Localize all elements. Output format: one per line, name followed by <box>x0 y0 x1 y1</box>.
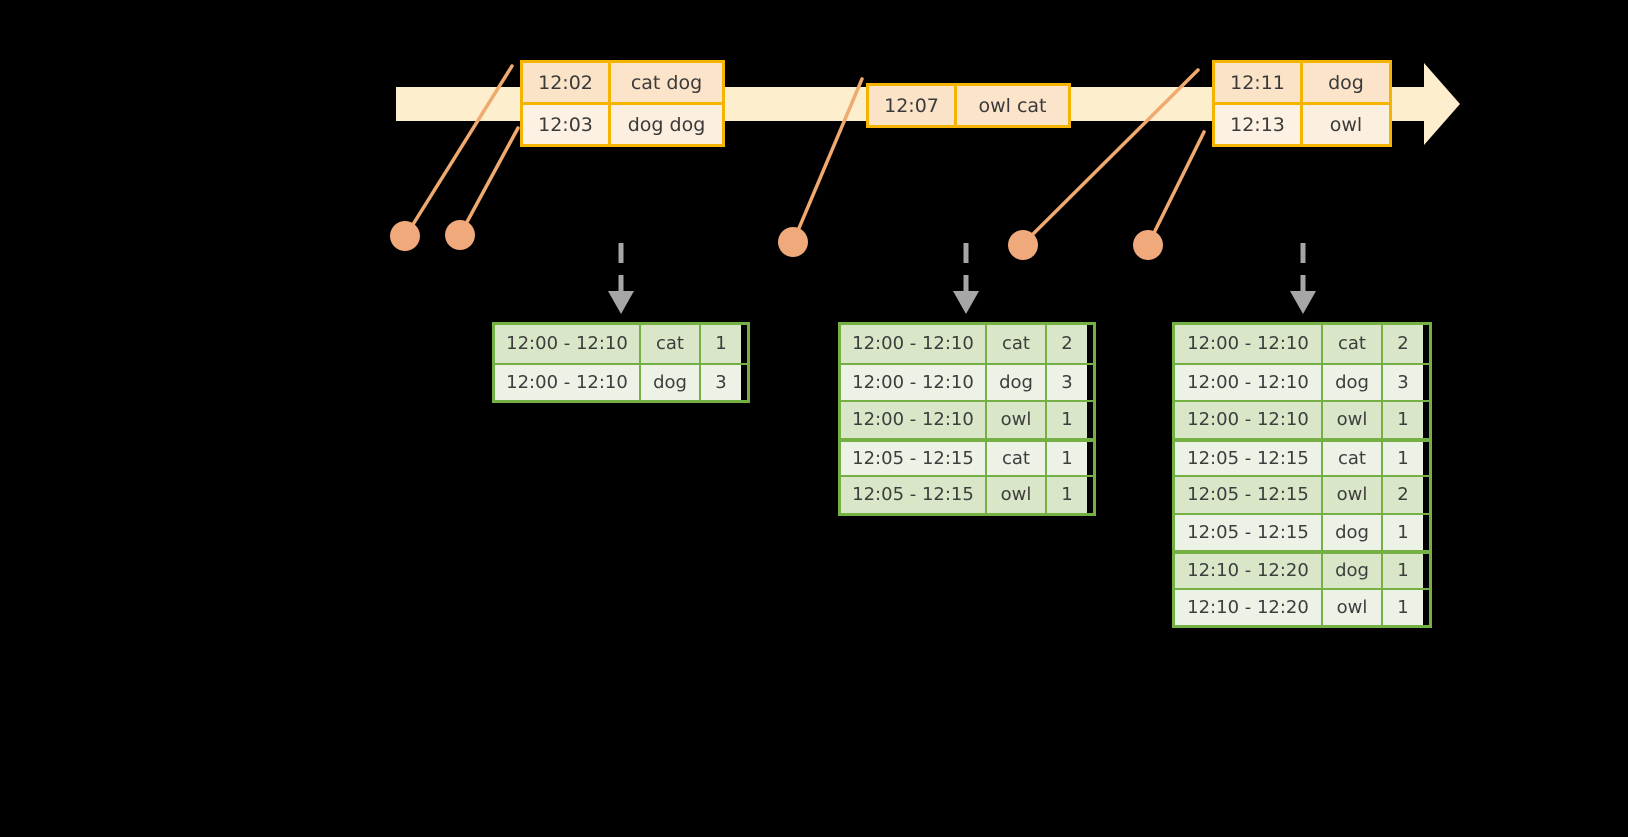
event-dot-5 <box>1133 230 1163 260</box>
cell-window: 12:00 - 12:10 <box>495 325 641 363</box>
cell-word: owl <box>987 477 1047 513</box>
cell-count: 1 <box>1383 554 1423 588</box>
event-words: owl cat <box>957 86 1068 125</box>
cell-count: 2 <box>1047 325 1087 363</box>
cell-window: 12:05 - 12:15 <box>1175 477 1323 513</box>
event-row[interactable]: 12:03 dog dog <box>523 102 722 144</box>
connector-line-3 <box>792 77 864 242</box>
cell-word: dog <box>987 364 1047 400</box>
cell-count: 1 <box>1047 477 1087 513</box>
event-words: dog <box>1303 63 1389 102</box>
event-row[interactable]: 12:11 dog <box>1215 63 1389 102</box>
cell-window: 12:00 - 12:10 <box>495 364 641 400</box>
cell-count: 3 <box>1383 364 1423 400</box>
event-dot-3 <box>778 227 808 257</box>
dashed-arrow-table-3 <box>1290 243 1316 314</box>
cell-count: 1 <box>1047 402 1087 438</box>
table-row[interactable]: 12:00 - 12:10 dog 3 <box>841 362 1093 400</box>
event-time: 12:11 <box>1215 63 1303 102</box>
cell-count: 1 <box>701 325 741 363</box>
table-row[interactable]: 12:00 - 12:10 dog 3 <box>1175 362 1429 400</box>
connector-line-1 <box>405 64 514 236</box>
event-row[interactable]: 12:02 cat dog <box>523 63 722 102</box>
cell-count: 2 <box>1383 477 1423 513</box>
cell-word: owl <box>1323 402 1383 438</box>
cell-word: dog <box>1323 554 1383 588</box>
table-row[interactable]: 12:05 - 12:15 owl 1 <box>841 475 1093 513</box>
cell-count: 3 <box>701 364 741 400</box>
event-row[interactable]: 12:13 owl <box>1215 102 1389 144</box>
event-dot-1 <box>390 221 420 251</box>
cell-window: 12:05 - 12:15 <box>841 477 987 513</box>
event-group-3[interactable]: 12:11 dog 12:13 owl <box>1212 60 1392 147</box>
cell-word: owl <box>1323 477 1383 513</box>
event-row[interactable]: 12:07 owl cat <box>869 86 1068 125</box>
table-row[interactable]: 12:00 - 12:10 owl 1 <box>1175 400 1429 438</box>
table-row[interactable]: 12:10 - 12:20 dog 1 <box>1175 550 1429 588</box>
table-row[interactable]: 12:00 - 12:10 cat 2 <box>1175 325 1429 363</box>
table-row[interactable]: 12:05 - 12:15 cat 1 <box>841 437 1093 475</box>
cell-count: 2 <box>1383 325 1423 363</box>
connector-lines <box>405 64 1206 245</box>
dashed-arrow-table-1 <box>608 243 634 314</box>
cell-word: cat <box>1323 441 1383 475</box>
cell-word: owl <box>987 402 1047 438</box>
cell-word: dog <box>641 364 701 400</box>
window-counts-table-3[interactable]: 12:00 - 12:10 cat 2 12:00 - 12:10 dog 3 … <box>1172 322 1432 628</box>
cell-count: 1 <box>1383 589 1423 625</box>
table-row[interactable]: 12:05 - 12:15 dog 1 <box>1175 512 1429 550</box>
cell-window: 12:00 - 12:10 <box>1175 364 1323 400</box>
table-row[interactable]: 12:00 - 12:10 dog 3 <box>495 362 747 400</box>
window-counts-table-1[interactable]: 12:00 - 12:10 cat 1 12:00 - 12:10 dog 3 <box>492 322 750 403</box>
cell-window: 12:00 - 12:10 <box>1175 402 1323 438</box>
table-row[interactable]: 12:00 - 12:10 cat 1 <box>495 325 747 363</box>
connector-line-5 <box>1147 130 1206 245</box>
cell-word: cat <box>1323 325 1383 363</box>
table-row[interactable]: 12:10 - 12:20 owl 1 <box>1175 587 1429 625</box>
table-row[interactable]: 12:05 - 12:15 cat 1 <box>1175 437 1429 475</box>
cell-word: dog <box>1323 514 1383 550</box>
cell-window: 12:05 - 12:15 <box>1175 441 1323 475</box>
cell-word: owl <box>1323 589 1383 625</box>
dashed-arrows <box>608 243 1316 314</box>
cell-count: 1 <box>1383 441 1423 475</box>
table-row[interactable]: 12:05 - 12:15 owl 2 <box>1175 475 1429 513</box>
cell-word: dog <box>1323 364 1383 400</box>
event-group-2[interactable]: 12:07 owl cat <box>866 83 1071 128</box>
cell-window: 12:05 - 12:15 <box>1175 514 1323 550</box>
table-row[interactable]: 12:00 - 12:10 cat 2 <box>841 325 1093 363</box>
cell-window: 12:10 - 12:20 <box>1175 589 1323 625</box>
connector-dots <box>390 220 1163 260</box>
cell-window: 12:05 - 12:15 <box>841 441 987 475</box>
cell-word: cat <box>987 441 1047 475</box>
cell-window: 12:00 - 12:10 <box>841 325 987 363</box>
window-counts-table-2[interactable]: 12:00 - 12:10 cat 2 12:00 - 12:10 dog 3 … <box>838 322 1096 516</box>
event-time: 12:03 <box>523 105 611 144</box>
event-words: dog dog <box>611 105 722 144</box>
event-dot-4 <box>1008 230 1038 260</box>
event-words: cat dog <box>611 63 722 102</box>
event-dot-2 <box>445 220 475 250</box>
event-group-1[interactable]: 12:02 cat dog 12:03 dog dog <box>520 60 725 147</box>
event-time: 12:13 <box>1215 105 1303 144</box>
event-time: 12:07 <box>869 86 957 125</box>
cell-window: 12:00 - 12:10 <box>841 364 987 400</box>
cell-window: 12:00 - 12:10 <box>841 402 987 438</box>
cell-word: cat <box>987 325 1047 363</box>
cell-word: cat <box>641 325 701 363</box>
cell-count: 1 <box>1047 441 1087 475</box>
event-time: 12:02 <box>523 63 611 102</box>
event-words: owl <box>1303 105 1389 144</box>
cell-count: 1 <box>1383 402 1423 438</box>
connector-line-2 <box>459 126 520 235</box>
dashed-arrow-table-2 <box>953 243 979 314</box>
cell-window: 12:00 - 12:10 <box>1175 325 1323 363</box>
cell-count: 1 <box>1383 514 1423 550</box>
cell-window: 12:10 - 12:20 <box>1175 554 1323 588</box>
cell-count: 3 <box>1047 364 1087 400</box>
table-row[interactable]: 12:00 - 12:10 owl 1 <box>841 400 1093 438</box>
connector-line-4 <box>1022 68 1200 245</box>
